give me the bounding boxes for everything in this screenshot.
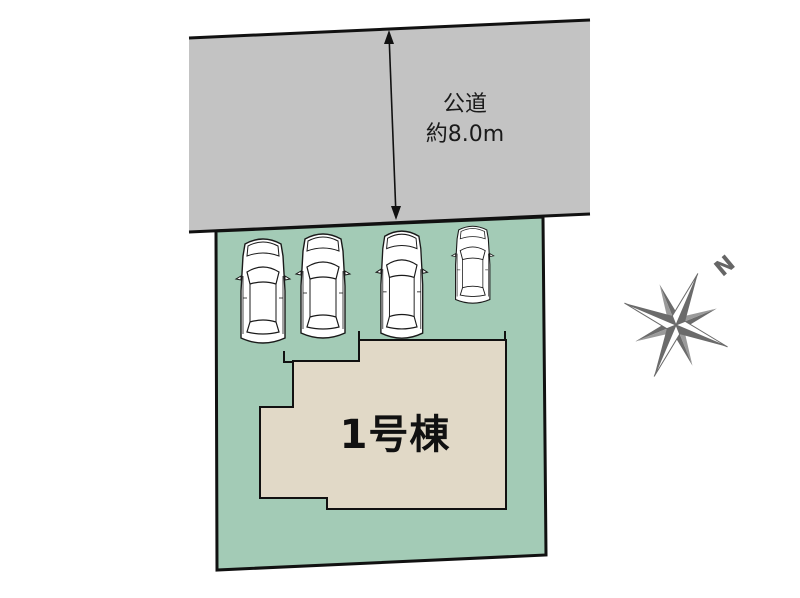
car-2 [295, 233, 351, 339]
compass-rose-icon [624, 273, 728, 377]
public-road [189, 20, 590, 232]
parking-wall [283, 351, 293, 363]
road-width-arrow [384, 30, 401, 220]
road-width: 約8.0m [425, 122, 505, 147]
car-1 [235, 238, 291, 344]
road-label: 公道 約8.0m [405, 90, 525, 150]
building-label: 1号棟 [339, 412, 451, 458]
car-3 [375, 230, 429, 339]
road-name: 公道 [442, 92, 487, 117]
car-4 [451, 225, 495, 304]
